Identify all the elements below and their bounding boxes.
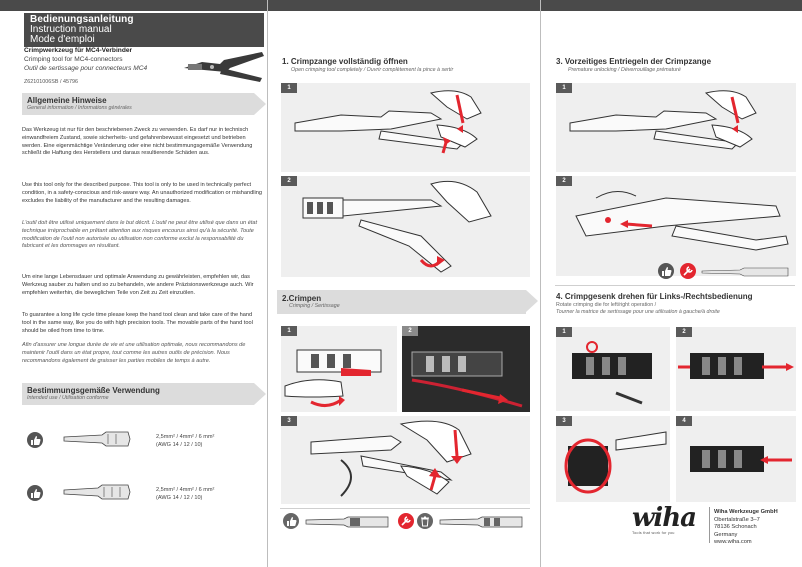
logo-tagline: Tools that work for you: [632, 531, 675, 535]
care-text-de: Um eine lange Lebensdauer und optimale A…: [22, 274, 254, 296]
spec-socket-awg: (AWG 14 / 12 / 10): [156, 495, 203, 501]
general-heading: Allgemeine Hinweise: [27, 96, 107, 105]
top-bar: [0, 0, 802, 11]
step3-figure-2: 2: [556, 176, 796, 276]
general-subheading: General information / Informations génér…: [27, 105, 132, 111]
figure-number: 3: [281, 416, 297, 426]
product-name-de: Crimpwerkzeug für MC4-Verbinder: [24, 47, 133, 54]
overlay: [680, 263, 696, 279]
thumbs-up-icon: [658, 263, 674, 279]
company-name: Wiha Werkzeuge GmbH: [714, 509, 778, 515]
figure-number: 1: [556, 327, 572, 337]
company-street: Obertalstraße 3–7: [714, 516, 760, 523]
logo-wordmark: wiha: [632, 503, 697, 533]
crimp-tool-illustration: [184, 52, 264, 82]
company-city: 78136 Schonach: [714, 524, 757, 531]
step3-heading: Vorzeitiges Entriegeln der Crimpzange: [564, 57, 712, 66]
step3-figure-1: 1: [556, 83, 796, 172]
intended-use-header: Bestimmungsgemäße Verwendung Intended us…: [22, 383, 266, 405]
step1-figure-2: 2: [281, 176, 530, 277]
step4-figure-3: 3: [556, 416, 670, 502]
thumbs-up-icon: [27, 485, 43, 501]
product-code: Z62101006SB / 45796: [24, 79, 78, 85]
spec-socket: 2,5mm² / 4mm² / 6 mm² (AWG 14 / 12 / 10): [156, 486, 214, 502]
thumbs-up-icon: [27, 432, 43, 448]
contact-socket-illustration: [63, 484, 131, 500]
care-text-fr: Afin d'assurer une longue durée de vie e…: [22, 342, 246, 364]
divider: [280, 508, 530, 509]
step2-header-bar: 2.Crimpen Crimping / Sertissage: [277, 290, 538, 314]
spec-pin-awg: (AWG 14 / 12 / 10): [156, 442, 203, 448]
step1-figure-1: 1: [281, 83, 530, 172]
crimped-pin-illustration: [305, 516, 389, 528]
step1-header: 1. Crimpzange vollständig öffnen Open cr…: [282, 57, 532, 74]
care-text-en: To guarantee a long life cycle time plea…: [22, 312, 253, 334]
figure-number: 2: [402, 326, 418, 336]
company-website[interactable]: www.wiha.com: [714, 539, 752, 546]
step4-heading: Crimpgesenk drehen für Links-/Rechtsbedi…: [564, 292, 753, 301]
company-country: Germany: [714, 531, 738, 538]
step3-subheading: Premature unlocking / Déverrouillage pré…: [568, 67, 681, 73]
step1-number: 1.: [282, 57, 289, 66]
step4-figure-2: 2: [676, 327, 796, 411]
step4-subheading-fr: Tourner la matrice de sertissage pour un…: [556, 309, 720, 315]
figure-number: 2: [556, 176, 572, 186]
step1-heading: Crimpzange vollständig öffnen: [290, 57, 408, 66]
crimped-socket-illustration: [439, 516, 523, 528]
company-address: Wiha Werkzeuge GmbH Obertalstraße 3–7 78…: [714, 509, 778, 547]
column-divider: [267, 0, 268, 567]
wrench-icon: [398, 513, 414, 529]
step2-subheading: Crimping / Sertissage: [289, 303, 340, 309]
spec-pin-sizes: 2,5mm² / 4mm² / 6 mm²: [156, 434, 215, 440]
general-text-en: Use this tool only for the described pur…: [22, 182, 262, 204]
general-text-fr: L'outil doit être utilisé uniquement dan…: [22, 220, 258, 250]
wrench-icon: [680, 263, 696, 279]
product-name-en: Crimping tool for MC4-connectors: [24, 56, 123, 63]
step2-heading: Crimpen: [288, 294, 322, 303]
step4-number: 4.: [556, 292, 563, 301]
product-name-fr: Outil de sertissage pour connecteurs MC4: [24, 65, 148, 72]
column-divider: [540, 0, 541, 567]
contact-pin-illustration: [63, 431, 131, 447]
intended-subheading: Intended use / Utilisation conforme: [27, 395, 109, 401]
step2-figure-3: 3: [281, 416, 530, 504]
step2-number: 2.: [282, 294, 289, 303]
step3-number: 3.: [556, 57, 563, 66]
title-de: Bedienungsanleitung: [30, 14, 134, 25]
logo-separator: [709, 507, 710, 543]
general-info-header: Allgemeine Hinweise General information …: [22, 93, 266, 115]
step4-header: 4. Crimpgesenk drehen für Links-/Rechtsb…: [556, 292, 796, 316]
figure-number: 3: [556, 416, 572, 426]
step2-figure-2: 2: [402, 326, 530, 412]
figure-number: 1: [281, 326, 297, 336]
step1-subheading: Open crimping tool completely / Ouvrir c…: [291, 67, 454, 73]
figure-number: 2: [676, 327, 692, 337]
divider: [555, 285, 795, 286]
figure-number: 1: [556, 83, 572, 93]
figure-number: 1: [281, 83, 297, 93]
title-block: Bedienungsanleitung Instruction manual M…: [24, 13, 264, 47]
step3-header: 3. Vorzeitiges Entriegeln der Crimpzange…: [556, 57, 796, 74]
step4-subheading: Rotate crimping die for left/right opera…: [556, 302, 657, 308]
title-en: Instruction manual: [30, 24, 112, 35]
figure-number: 4: [676, 416, 692, 426]
title-fr: Mode d'emploi: [30, 34, 95, 45]
general-text-de: Das Werkzeug ist nur für den beschrieben…: [22, 127, 253, 157]
spec-pin: 2,5mm² / 4mm² / 6 mm² (AWG 14 / 12 / 10): [156, 433, 214, 449]
thumbs-up-icon: [283, 513, 299, 529]
wiha-logo: wiha Tools that work for you: [632, 505, 704, 537]
spec-socket-sizes: 2,5mm² / 4mm² / 6 mm²: [156, 487, 215, 493]
trash-icon: [417, 513, 433, 529]
step4-figure-1: 1: [556, 327, 670, 411]
step4-figure-4: 4: [676, 416, 796, 502]
connector-small-illustration: [701, 267, 789, 277]
figure-number: 2: [281, 176, 297, 186]
step2-figure-1: 1: [281, 326, 397, 412]
product-info: Crimpwerkzeug für MC4-Verbinder Crimping…: [24, 46, 174, 85]
intended-heading: Bestimmungsgemäße Verwendung: [27, 386, 160, 395]
